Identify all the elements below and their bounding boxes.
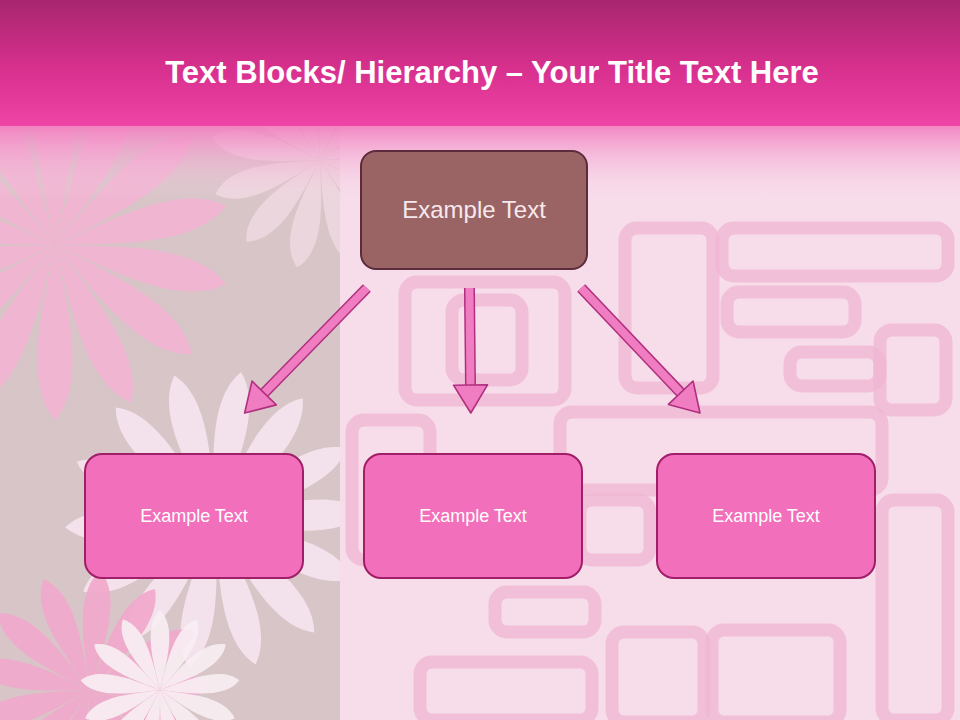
retro-rect [495, 592, 595, 632]
arrow-head [453, 385, 487, 413]
block-arrow [453, 288, 487, 413]
box-text: Example Text [402, 196, 546, 224]
flower [79, 610, 240, 720]
arrow-head [668, 381, 700, 413]
retro-rect [722, 228, 948, 276]
flower-pattern [0, 120, 340, 720]
retro-rectangles [352, 228, 948, 720]
child-box: Example Text [656, 453, 876, 579]
retro-rect [625, 228, 713, 388]
arrow-shaft [262, 288, 367, 395]
block-arrow [581, 288, 700, 413]
arrow-head [245, 381, 277, 413]
block-arrow [245, 288, 367, 413]
petal [115, 615, 169, 695]
retro-rect [580, 500, 650, 560]
arrow-shaft [581, 288, 683, 395]
box-text: Example Text [140, 506, 248, 527]
root-box: Example Text [360, 150, 588, 270]
retro-rect [882, 500, 948, 720]
retro-rect [880, 330, 946, 410]
slide-title: Text Blocks/ Hierarchy – Your Title Text… [40, 55, 944, 91]
arrow-shaft [469, 288, 470, 388]
retro-rect [612, 632, 704, 720]
arrow-shaft-outline [262, 288, 367, 395]
retro-rect [420, 662, 592, 720]
retro-rect [405, 282, 565, 400]
box-text: Example Text [419, 506, 527, 527]
retro-rect [790, 352, 880, 386]
retro-rect [727, 292, 855, 332]
child-box: Example Text [363, 453, 583, 579]
retro-rect [452, 300, 522, 380]
arrow-shaft-outline [581, 288, 683, 395]
retro-rect [712, 630, 840, 720]
title-bar [0, 0, 960, 126]
box-text: Example Text [712, 506, 820, 527]
child-box: Example Text [84, 453, 304, 579]
arrow-shaft-outline [469, 288, 470, 388]
